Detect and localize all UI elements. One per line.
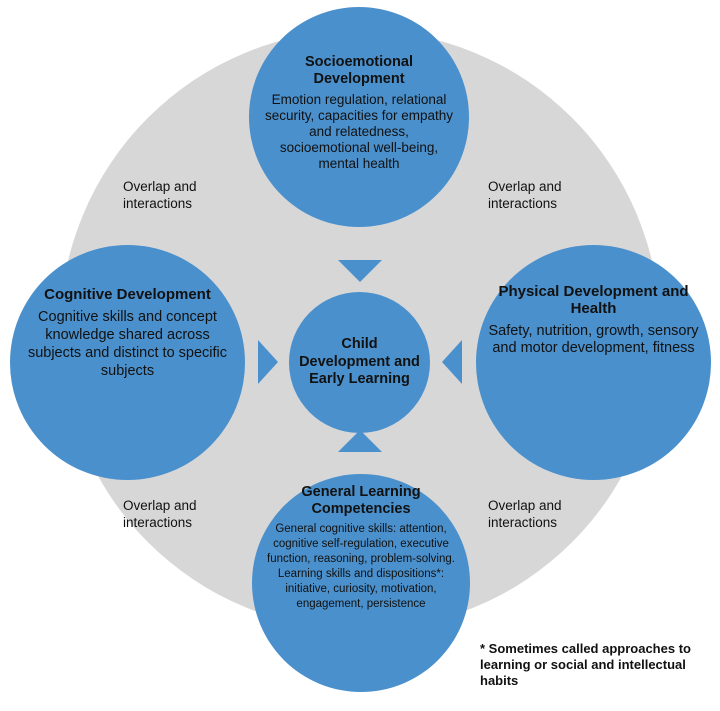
socioemotional-development-circle: Socioemotional Development Emotion regul… (249, 7, 469, 227)
arrow-down-icon (338, 260, 382, 282)
arrow-left-icon (442, 340, 462, 384)
center-label: Child Development and Early Learning (299, 336, 420, 388)
general-learning-description: General cognitive skills: attention, cog… (267, 523, 455, 610)
footnote: * Sometimes called approaches to learnin… (480, 641, 691, 688)
cognitive-development-circle: Cognitive Development Cognitive skills a… (10, 245, 245, 480)
general-learning-title: General Learning Competencies (301, 484, 421, 517)
physical-description: Safety, nutrition, growth, sensory and m… (488, 323, 699, 356)
overlap-label-top-left: Overlap and interactions (123, 179, 197, 211)
general-learning-competencies-circle: General Learning Competencies General co… (252, 474, 470, 692)
overlap-label-bottom-right: Overlap and interactions (488, 498, 562, 530)
overlap-label-top-right: Overlap and interactions (488, 179, 562, 211)
center-circle: Child Development and Early Learning (289, 292, 430, 433)
physical-title: Physical Development and Health (498, 283, 689, 317)
cognitive-description: Cognitive skills and concept knowledge s… (27, 309, 228, 379)
overlap-label-bottom-left: Overlap and interactions (123, 498, 197, 530)
arrow-up-icon (338, 430, 382, 452)
socioemotional-title: Socioemotional Development (305, 54, 413, 87)
socioemotional-description: Emotion regulation, relational security,… (264, 92, 454, 171)
arrow-right-icon (258, 340, 278, 384)
physical-development-circle: Physical Development and Health Safety, … (476, 245, 711, 480)
cognitive-title: Cognitive Development (44, 286, 211, 303)
